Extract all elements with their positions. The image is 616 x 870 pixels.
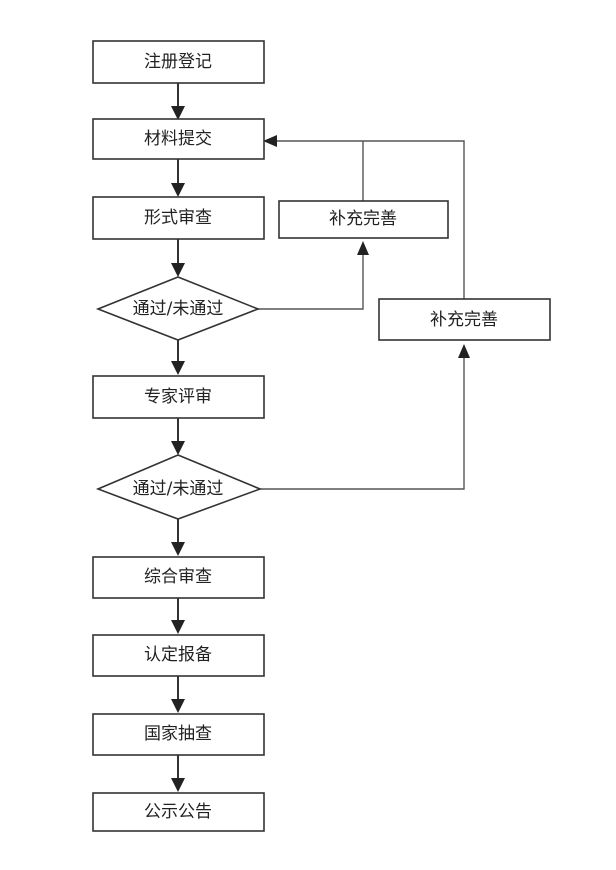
connector-decision1-to-supplement1 [256, 253, 364, 310]
arrowhead [171, 542, 185, 556]
process-box [92, 375, 265, 419]
process-box [92, 634, 265, 677]
arrowhead [171, 263, 185, 277]
process-box [92, 40, 265, 84]
main-flow-connectors [171, 83, 185, 792]
step-registration: 注册登记 [92, 40, 265, 84]
process-box [92, 196, 265, 240]
step-supplement-1: 补充完善 [278, 200, 449, 239]
arrowhead [357, 241, 369, 255]
step-label: 国家抽查 [144, 724, 212, 744]
step-label: 补充完善 [329, 209, 397, 229]
connector-decision2-to-supplement2 [258, 356, 465, 490]
step-supplement-2: 补充完善 [378, 298, 551, 341]
arrowhead [171, 441, 185, 455]
process-box [92, 556, 265, 599]
step-label: 公示公告 [144, 802, 212, 822]
decision-diamond [95, 276, 261, 341]
step-comprehensive-review: 综合审查 [92, 556, 265, 599]
step-label: 形式审查 [144, 208, 212, 228]
step-label: 材料提交 [144, 129, 212, 149]
arrowhead [171, 778, 185, 792]
arrowhead [171, 620, 185, 634]
process-box [92, 118, 265, 160]
decision-1: 通过/未通过 [95, 276, 261, 341]
arrowhead [171, 106, 185, 120]
step-label: 注册登记 [144, 52, 212, 72]
step-formal-review: 形式审查 [92, 196, 265, 240]
step-spot-check: 国家抽查 [92, 713, 265, 756]
step-label: 认定报备 [144, 645, 212, 665]
arrowhead [171, 183, 185, 197]
decision-diamond [95, 454, 263, 520]
decision-label: 通过/未通过 [133, 299, 224, 319]
arrowhead [458, 344, 470, 358]
arrowhead [171, 361, 185, 375]
decision-2: 通过/未通过 [95, 454, 263, 520]
step-label: 补充完善 [430, 310, 498, 330]
step-announcement: 公示公告 [92, 792, 265, 832]
step-filing: 认定报备 [92, 634, 265, 677]
step-submit-materials: 材料提交 [92, 118, 265, 160]
step-label: 专家评审 [144, 387, 212, 407]
step-label: 综合审查 [144, 567, 212, 587]
process-box [378, 298, 551, 341]
arrowhead [263, 135, 277, 147]
process-box [92, 713, 265, 756]
process-box [92, 792, 265, 832]
feedback-connectors [256, 135, 470, 490]
process-box [278, 200, 449, 239]
decision-label: 通过/未通过 [133, 479, 224, 499]
step-expert-review: 专家评审 [92, 375, 265, 419]
arrowhead [171, 699, 185, 713]
connector-supplement2-to-submit [275, 140, 465, 299]
